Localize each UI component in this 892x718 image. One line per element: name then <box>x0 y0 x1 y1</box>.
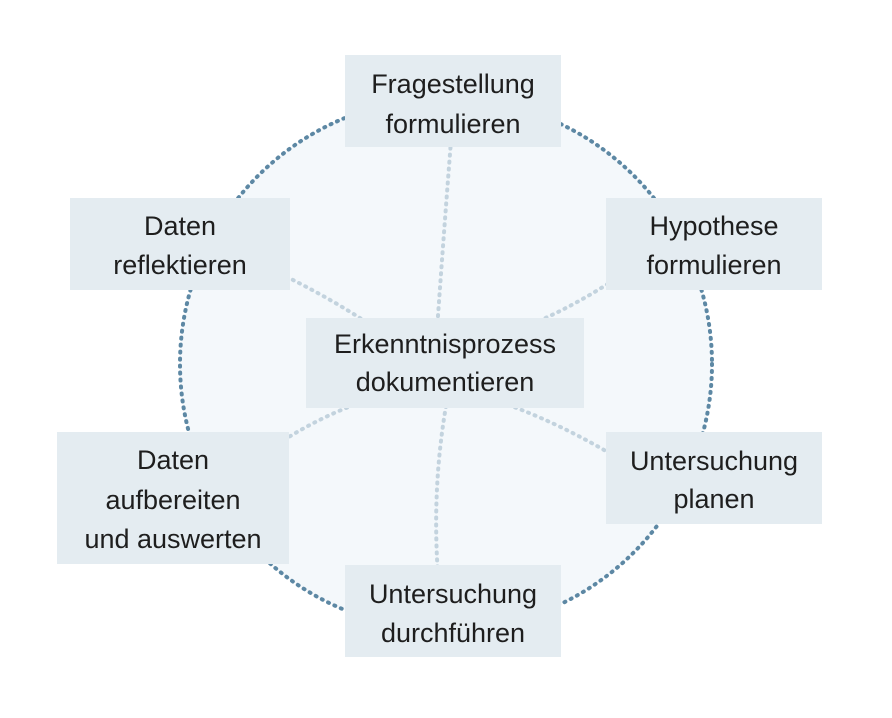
spoke-fragestellung <box>435 126 454 332</box>
step-label-line-2: formulieren <box>385 109 520 139</box>
center-node: Erkenntnisprozess dokumentieren <box>306 318 584 408</box>
step-box <box>606 198 822 290</box>
step-label-line-2: durchführen <box>381 618 525 648</box>
step-label-line-2: reflektieren <box>113 250 247 280</box>
center-node-line-1: Erkenntnisprozess <box>334 329 556 359</box>
step-label-line-1: Untersuchung <box>369 579 537 609</box>
step-planen: Untersuchung planen <box>606 432 822 524</box>
step-label-line-1: Fragestellung <box>371 69 535 99</box>
step-aufbereiten: Daten aufbereiten und auswerten <box>57 432 289 564</box>
step-label-line-2: formulieren <box>646 250 781 280</box>
step-label-line-3: und auswerten <box>84 524 261 554</box>
step-label-line-2: aufbereiten <box>105 485 240 515</box>
center-node-line-2: dokumentieren <box>356 367 535 397</box>
step-reflektieren: Daten reflektieren <box>70 198 290 290</box>
step-box <box>57 432 289 564</box>
step-box <box>70 198 290 290</box>
step-box <box>345 55 561 147</box>
step-hypothese: Hypothese formulieren <box>606 198 822 290</box>
step-box <box>345 565 561 657</box>
step-label-line-1: Untersuchung <box>630 446 798 476</box>
step-box <box>606 432 822 524</box>
step-label-line-1: Hypothese <box>649 211 778 241</box>
center-node-box <box>306 318 584 408</box>
step-label-line-1: Daten <box>144 211 216 241</box>
step-fragestellung: Fragestellung formulieren <box>345 55 561 147</box>
step-label-line-1: Daten <box>137 445 209 475</box>
step-durchfuehren: Untersuchung durchführen <box>345 565 561 657</box>
step-label-line-2: planen <box>673 484 754 514</box>
